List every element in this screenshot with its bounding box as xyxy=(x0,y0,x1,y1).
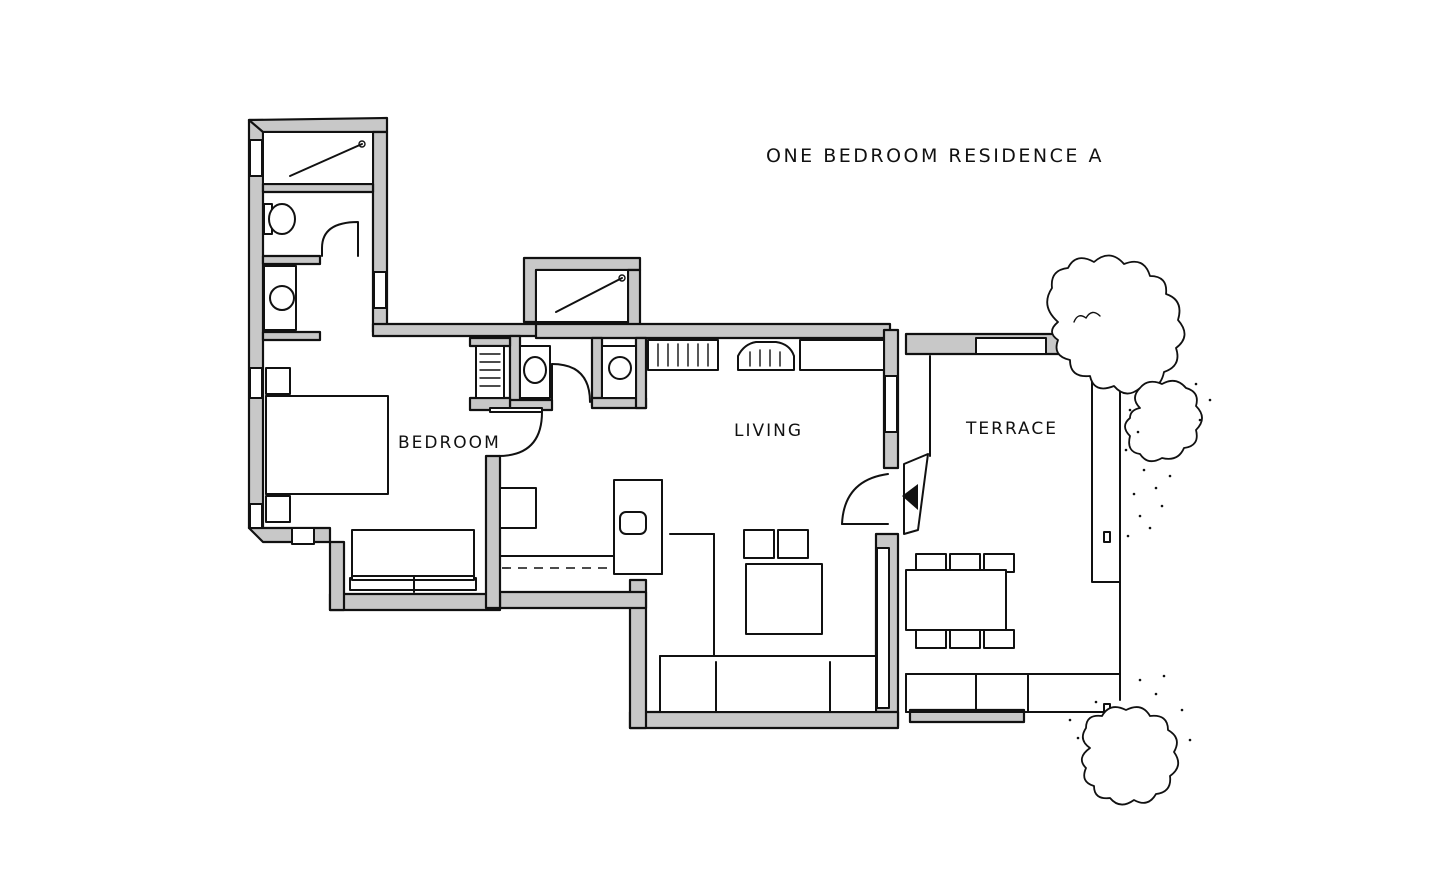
guest-bathroom xyxy=(475,269,637,403)
armchair-right xyxy=(777,529,809,559)
entry-arrow-icon xyxy=(902,484,918,510)
plan-title: ONE BEDROOM RESIDENCE A xyxy=(766,145,1104,167)
window-bedroom-west xyxy=(249,367,263,399)
wall-powder-5 xyxy=(634,336,648,410)
bedroom-furniture xyxy=(265,367,543,593)
chair-bottom-3 xyxy=(983,629,1015,649)
fireplace-icon xyxy=(737,341,795,371)
window-living-east-2 xyxy=(876,547,890,709)
bath-door-swing xyxy=(321,221,359,257)
bookshelf xyxy=(647,339,719,371)
kitchen-sink-icon xyxy=(619,511,647,535)
wardrobe xyxy=(351,529,475,581)
terrace-planter xyxy=(1091,355,1121,583)
wall-shower-tower-east xyxy=(626,268,642,328)
living-furniture xyxy=(499,339,929,713)
wall-south-bedroom xyxy=(328,592,502,612)
guest-shower xyxy=(535,269,629,323)
tree-icon xyxy=(1046,254,1186,395)
wall-bath-divider-2 xyxy=(261,254,322,266)
terrace-elements xyxy=(905,339,1131,715)
wall-south-mid xyxy=(488,590,648,610)
room-label-living: LIVING xyxy=(734,421,803,441)
tree-icon-3 xyxy=(1080,706,1180,806)
chair-bottom-1 xyxy=(915,629,947,649)
light-post-2 xyxy=(1103,531,1111,543)
kitchen-side-bench xyxy=(499,487,537,529)
bedroom-door-frame xyxy=(489,407,543,413)
wall-west xyxy=(247,118,265,530)
room-label-bedroom: BEDROOM xyxy=(398,433,501,453)
window-living-east xyxy=(884,375,898,433)
guest-basin-icon xyxy=(608,356,632,380)
nightstand-top xyxy=(265,367,291,395)
wall-bedroom-step xyxy=(247,526,346,612)
tree-icon-2 xyxy=(1124,379,1203,463)
window-bath-east xyxy=(373,271,387,309)
guest-door-swing xyxy=(551,363,591,403)
coffee-table xyxy=(745,563,823,635)
window-bath-west xyxy=(249,139,263,177)
sliding-door-panel xyxy=(903,453,929,535)
window-terrace-north xyxy=(975,337,1047,355)
room-label-terrace: TERRACE xyxy=(965,419,1058,439)
wall-bath-divider-1 xyxy=(261,182,375,194)
ensuite-bathroom xyxy=(262,131,374,331)
tv-unit xyxy=(799,339,885,371)
wall-south-living xyxy=(628,710,900,730)
guest-toilet-icon xyxy=(523,356,547,384)
chair-bottom-2 xyxy=(949,629,981,649)
wall-west-living xyxy=(628,578,648,730)
wall-bath-north xyxy=(247,116,389,134)
dining-table xyxy=(905,569,1007,631)
shower xyxy=(262,131,374,185)
toilet-icon xyxy=(268,203,296,235)
basin-icon xyxy=(269,285,295,311)
wall-bedroom-east xyxy=(484,454,502,610)
landscape-trees xyxy=(1046,254,1212,806)
bedroom-chair xyxy=(291,527,315,545)
terrace-door-swing xyxy=(841,473,889,525)
wall-north-bedroom xyxy=(371,322,542,338)
wall-north-living xyxy=(534,322,892,340)
bed xyxy=(265,395,389,495)
wall-bath-divider-3 xyxy=(261,330,322,342)
nightstand-bottom xyxy=(265,495,291,523)
shrub-dots xyxy=(1068,382,1212,742)
wall-powder-3 xyxy=(590,336,604,408)
window-bedroom-west-2 xyxy=(249,503,263,529)
long-sofa xyxy=(659,655,877,713)
bedroom-door-swing xyxy=(497,411,543,457)
armchair-left xyxy=(743,529,775,559)
